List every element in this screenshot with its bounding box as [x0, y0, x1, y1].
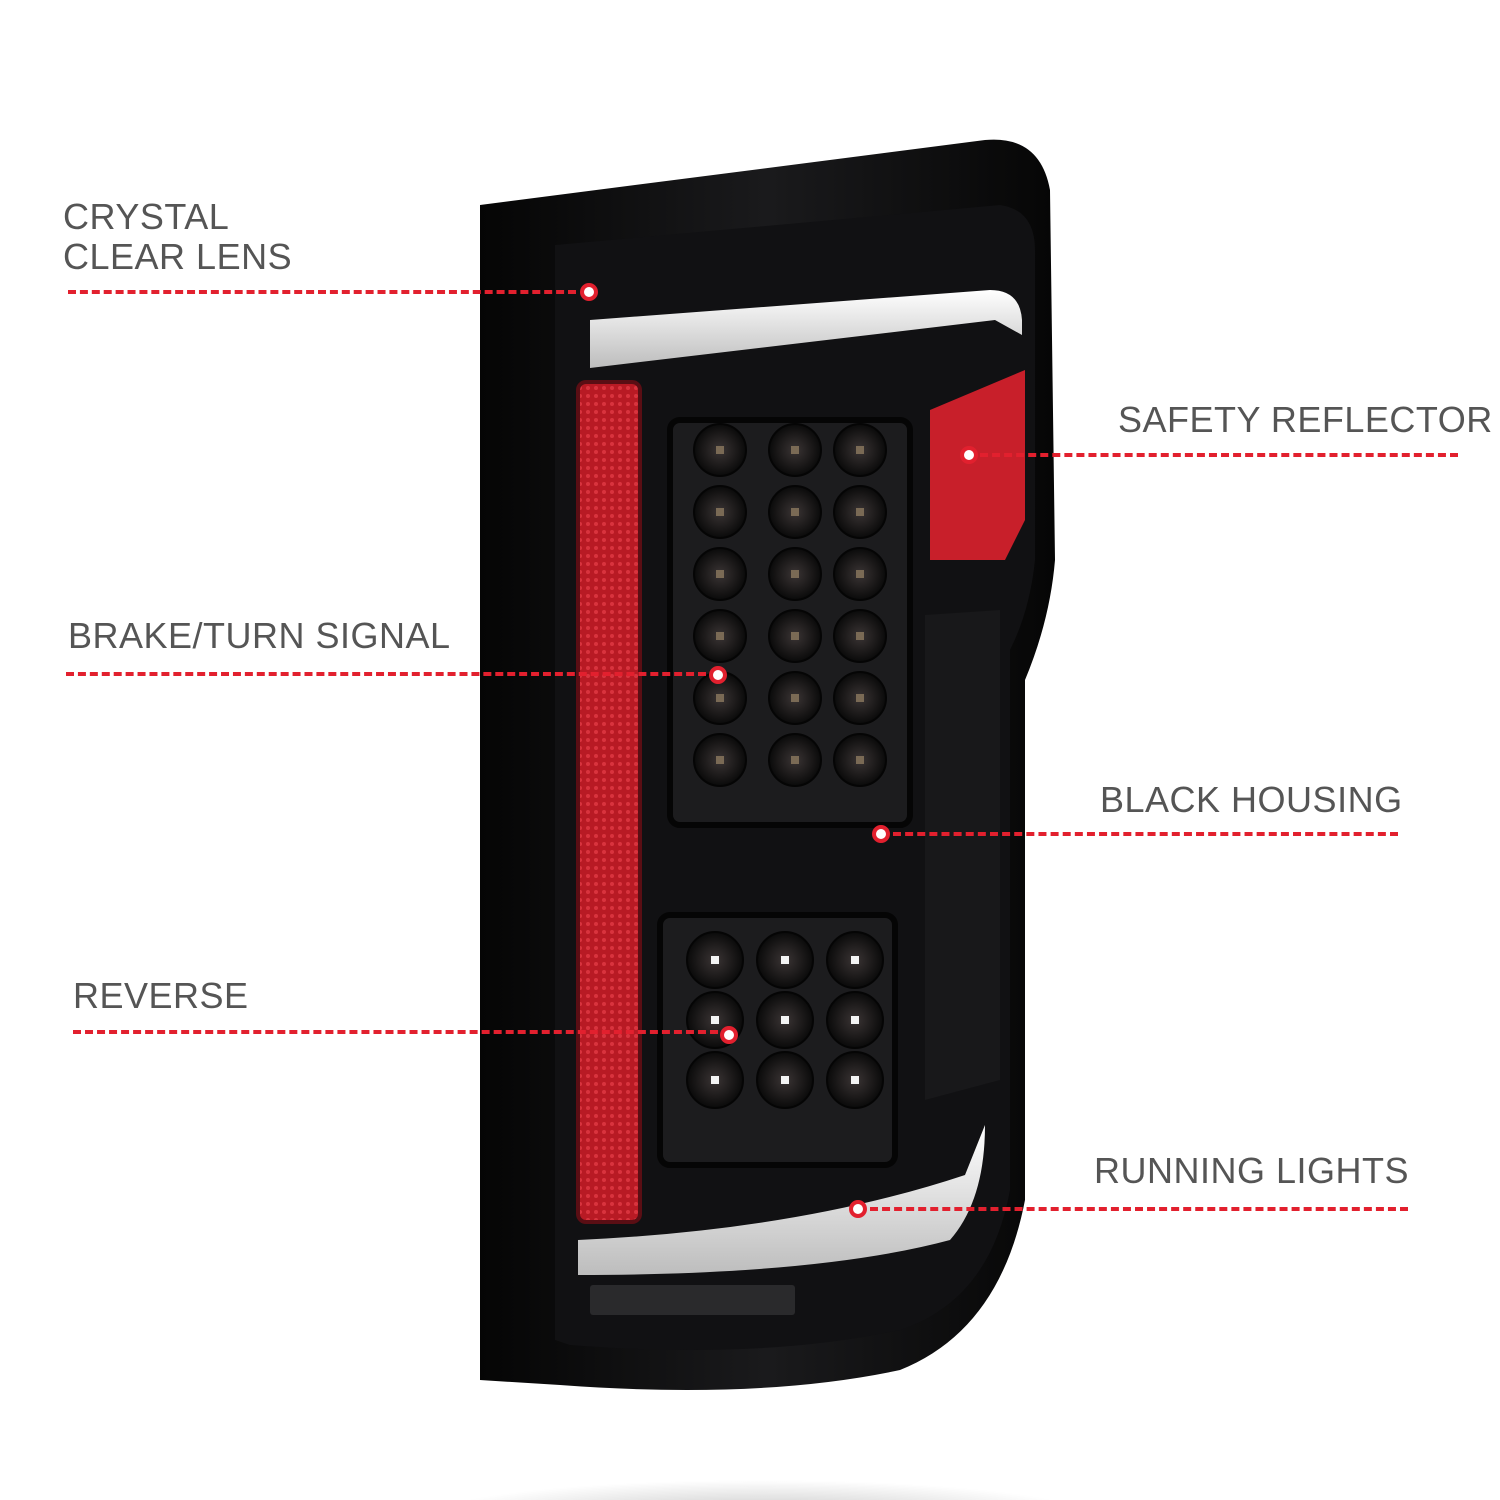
led-chip — [716, 508, 724, 516]
callout-line-safety-reflector — [980, 453, 1458, 457]
drop-shadow — [465, 1480, 1055, 1500]
callout-dot-brake-turn-signal — [709, 666, 727, 684]
led-chip — [711, 956, 719, 964]
callout-dot-crystal-clear-lens — [580, 283, 598, 301]
callout-dot-reverse — [720, 1026, 738, 1044]
led-chip — [711, 1016, 719, 1024]
led-chip — [781, 1076, 789, 1084]
lower-lens-window — [590, 1285, 795, 1315]
callout-line-black-housing — [893, 832, 1398, 836]
led-chip — [851, 956, 859, 964]
led-chip — [711, 1076, 719, 1084]
callout-label-crystal-clear-lens: CRYSTAL CLEAR LENS — [63, 196, 293, 277]
led-chip — [781, 1016, 789, 1024]
led-chip — [791, 632, 799, 640]
callout-line-crystal-clear-lens — [68, 290, 576, 294]
led-chip — [856, 508, 864, 516]
led-chip — [791, 756, 799, 764]
led-chip — [856, 632, 864, 640]
callout-label-brake-turn-signal: BRAKE/TURN SIGNAL — [68, 615, 451, 656]
reflector-strip — [576, 380, 642, 1224]
led-chip — [791, 446, 799, 454]
led-chip — [856, 570, 864, 578]
led-chip — [716, 446, 724, 454]
callout-dot-black-housing — [872, 825, 890, 843]
led-chip — [716, 756, 724, 764]
callout-line-reverse — [73, 1030, 718, 1034]
callout-label-black-housing: BLACK HOUSING — [1100, 779, 1403, 820]
led-chip — [851, 1076, 859, 1084]
led-chip — [716, 694, 724, 702]
callout-label-safety-reflector: SAFETY REFLECTOR — [1118, 399, 1493, 440]
led-chip — [856, 446, 864, 454]
callout-label-reverse: REVERSE — [73, 975, 249, 1016]
led-chip — [791, 508, 799, 516]
led-chip — [716, 632, 724, 640]
callout-line-running-lights — [870, 1207, 1408, 1211]
safety-reflector — [930, 370, 1025, 560]
led-chip — [791, 694, 799, 702]
bottom-light-bar — [578, 1125, 985, 1275]
callout-label-running-lights: RUNNING LIGHTS — [1094, 1150, 1410, 1191]
callout-dot-safety-reflector — [960, 446, 978, 464]
led-chip — [791, 570, 799, 578]
side-panel — [925, 610, 1000, 1100]
top-light-bar — [590, 290, 1022, 368]
led-chip — [851, 1016, 859, 1024]
callout-line-brake-turn-signal — [66, 672, 706, 676]
led-chip — [856, 756, 864, 764]
callout-dot-running-lights — [849, 1200, 867, 1218]
led-chip — [781, 956, 789, 964]
led-chip — [716, 570, 724, 578]
led-chip — [856, 694, 864, 702]
